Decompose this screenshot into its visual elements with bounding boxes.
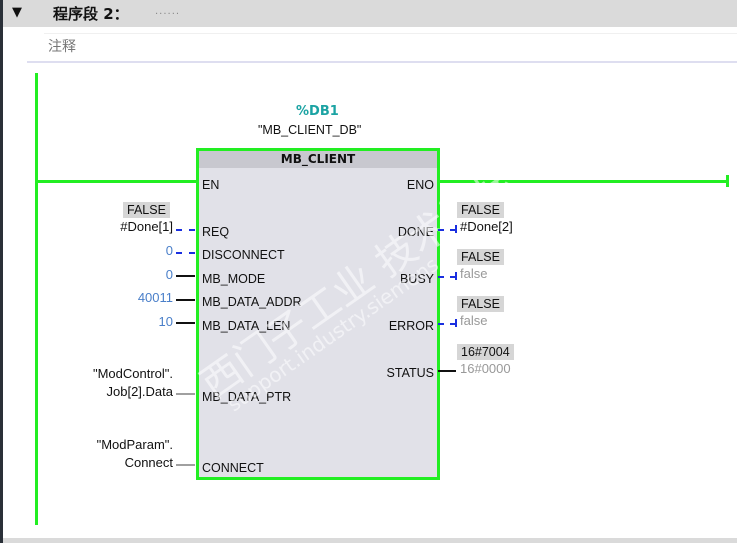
- power-rail: [35, 73, 38, 525]
- mb-data-len-operand[interactable]: 10: [158, 314, 173, 329]
- pin-done: DONE: [397, 225, 434, 239]
- bottom-bar: [3, 538, 737, 543]
- pin-busy: BUSY: [399, 272, 434, 286]
- network-comment-row[interactable]: 注释: [44, 33, 737, 62]
- pin-mb-mode: MB_MODE: [202, 272, 266, 286]
- separator: [27, 61, 737, 63]
- mb-client-block[interactable]: MB_CLIENT EN REQ DISCONNECT MB_MODE MB_D…: [196, 148, 440, 480]
- block-type: MB_CLIENT: [199, 151, 437, 168]
- busy-operand[interactable]: false: [460, 266, 488, 281]
- mb-mode-operand[interactable]: 0: [165, 267, 173, 282]
- error-wire-end: [455, 319, 457, 327]
- mb-data-addr-wire: [176, 299, 195, 301]
- mb-data-addr-operand[interactable]: 40011: [137, 290, 173, 305]
- pin-mb-data-ptr: MB_DATA_PTR: [202, 390, 292, 404]
- status-wire: [438, 370, 456, 372]
- mb-mode-wire: [176, 275, 195, 277]
- pin-disconnect: DISCONNECT: [202, 248, 285, 262]
- eno-wire: [437, 180, 727, 183]
- connect-operand-line1[interactable]: "ModParam".: [96, 437, 173, 452]
- error-monitor-value: FALSE: [457, 296, 504, 312]
- wire-end: [726, 175, 729, 187]
- connect-operand-line2[interactable]: Connect: [124, 455, 173, 470]
- pin-connect: CONNECT: [202, 461, 264, 475]
- pin-error: ERROR: [388, 319, 434, 333]
- mb-data-ptr-wire: [176, 393, 195, 395]
- connect-wire: [176, 464, 195, 466]
- busy-wire-end: [455, 272, 457, 280]
- window-edge: [0, 0, 3, 543]
- network-title: 程序段 2：: [53, 5, 129, 23]
- mb-data-len-wire: [176, 322, 195, 324]
- pin-mb-data-len: MB_DATA_LEN: [202, 319, 291, 333]
- busy-wire: [438, 276, 456, 278]
- done-wire-end: [455, 225, 457, 233]
- instance-db-address[interactable]: %DB1: [296, 104, 339, 119]
- triangle-down-icon[interactable]: ▼: [12, 5, 22, 20]
- status-monitor-value: 16#7004: [457, 344, 514, 360]
- done-operand[interactable]: #Done[2]: [460, 219, 513, 234]
- mb-data-ptr-operand-line1[interactable]: "ModControl".: [92, 366, 173, 381]
- disconnect-operand[interactable]: 0: [165, 243, 173, 258]
- network-header[interactable]: ▼ 程序段 2： ......: [3, 0, 737, 27]
- done-wire: [438, 229, 456, 231]
- network-title-field[interactable]: ......: [155, 6, 181, 17]
- busy-monitor-value: FALSE: [457, 249, 504, 265]
- req-monitor-value: FALSE: [123, 202, 170, 218]
- mb-data-ptr-operand-line2[interactable]: Job[2].Data: [106, 384, 174, 399]
- error-wire: [438, 323, 456, 325]
- en-wire: [35, 180, 199, 183]
- pin-en: EN: [202, 178, 220, 192]
- status-operand[interactable]: 16#0000: [460, 361, 511, 376]
- network-comment[interactable]: 注释: [48, 39, 76, 55]
- instance-db-name[interactable]: "MB_CLIENT_DB": [258, 123, 362, 137]
- req-operand[interactable]: #Done[1]: [120, 219, 173, 234]
- done-monitor-value: FALSE: [457, 202, 504, 218]
- error-operand[interactable]: false: [460, 313, 488, 328]
- pin-mb-data-addr: MB_DATA_ADDR: [202, 295, 302, 309]
- pin-eno: ENO: [406, 178, 434, 192]
- req-wire: [176, 229, 195, 231]
- pin-status: STATUS: [386, 366, 434, 380]
- pin-req: REQ: [202, 225, 230, 239]
- disconnect-wire: [176, 252, 195, 254]
